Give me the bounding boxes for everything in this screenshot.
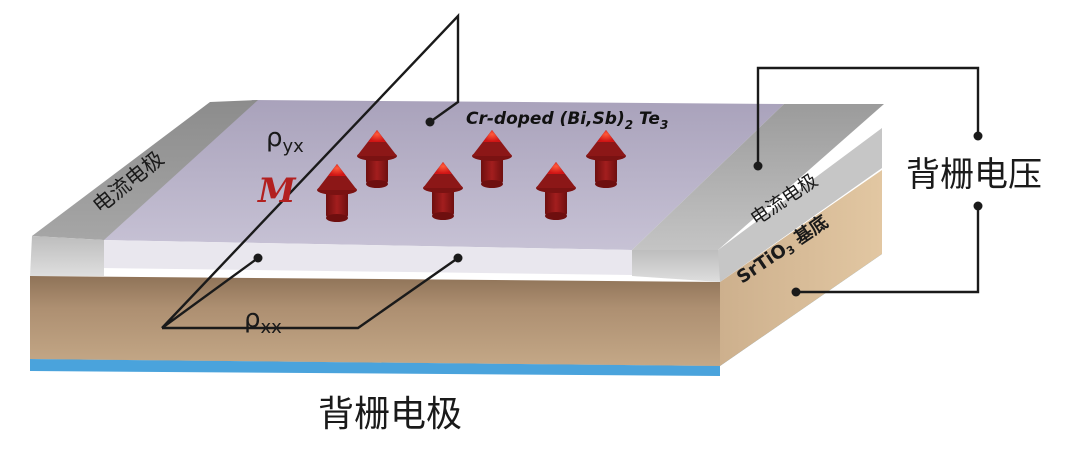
magnetization-arrows — [317, 130, 626, 222]
right-electrode-side-face — [718, 128, 882, 282]
back-gate-front — [30, 359, 720, 376]
magnetization-arrow — [586, 130, 626, 188]
right-electrode-top — [632, 104, 884, 250]
magnetization-arrow — [536, 162, 576, 220]
left-electrode-top — [32, 100, 258, 240]
rho-xx-wire — [162, 257, 459, 330]
magnetization-arrow — [317, 164, 357, 222]
film-front-edge — [102, 240, 632, 275]
contact-dot — [425, 117, 435, 127]
contact-dot — [753, 161, 763, 171]
substrate-side-face — [720, 170, 882, 366]
back-gate-voltage-wire — [756, 66, 980, 166]
magnetization-arrow — [357, 130, 397, 188]
contact-dot — [973, 131, 983, 141]
contact-dot — [791, 287, 801, 297]
rho-yx-label: ρyx — [266, 123, 304, 157]
contact-dot — [973, 201, 983, 211]
magnetization-label: M — [257, 171, 297, 211]
back-gate-voltage-label: 背栅电压 — [906, 155, 1042, 195]
contact-dot — [453, 253, 463, 263]
back-gate-electrode-label: 背栅电极 — [318, 394, 462, 435]
contact-dot — [253, 253, 263, 263]
rho-yx-wire — [161, 12, 460, 329]
substrate-front-face — [30, 276, 720, 366]
back-gate-voltage-wire-lower — [796, 206, 980, 294]
right-electrode-front — [632, 250, 720, 282]
left-electrode-front — [30, 236, 104, 276]
film-label: Cr-doped (Bi,Sb)2 Te3 — [466, 109, 668, 132]
magnetization-arrow — [472, 130, 512, 188]
rho-xx-label: ρxx — [244, 304, 282, 338]
magnetization-arrow — [423, 162, 463, 220]
